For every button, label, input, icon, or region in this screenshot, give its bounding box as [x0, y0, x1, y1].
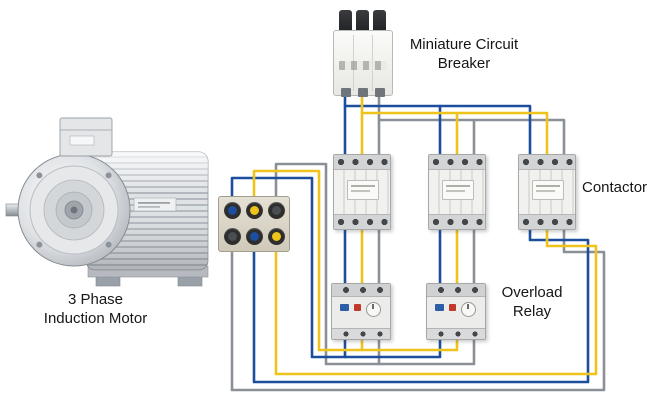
contactor-terminals-bottom — [519, 214, 575, 229]
relay-terminals-top — [332, 284, 390, 297]
relay-test-button-icon — [354, 304, 361, 311]
contactor-terminals-top — [519, 155, 575, 170]
relay-face — [427, 297, 485, 329]
terminal-blue — [246, 228, 263, 245]
breaker-terminal — [358, 88, 368, 97]
wire-blue-block-ol-run — [230, 176, 442, 359]
terminal-dark — [268, 202, 285, 219]
contactor-terminals-bottom — [429, 214, 485, 229]
wire-group-yellow — [252, 86, 598, 376]
relay-face — [332, 297, 390, 329]
contactor-face — [334, 170, 390, 214]
contactor-label-plate — [442, 180, 474, 200]
relay-reset-button-icon — [340, 304, 349, 311]
overload-relay-1 — [331, 283, 391, 340]
relay-setting-dial-icon — [461, 302, 476, 317]
wire-blue-top-bus — [343, 104, 532, 164]
three-phase-induction-motor — [0, 110, 220, 300]
motor-terminal-block — [218, 196, 290, 252]
breaker-terminal — [341, 88, 351, 97]
relay-terminals-bottom — [427, 328, 485, 339]
breaker-body — [333, 30, 393, 96]
breaker-toggle-icon — [373, 10, 386, 34]
relay-setting-dial-icon — [366, 302, 381, 317]
breaker-terminal — [375, 88, 385, 97]
wire-yellow-block-ol-run — [252, 169, 459, 352]
breaker-toggle-icon — [356, 10, 369, 34]
contactor-2 — [428, 154, 486, 230]
wire-gray-c3-return — [230, 224, 606, 392]
motor-illustration — [5, 117, 209, 287]
contactor-label: Contactor — [582, 179, 648, 196]
contactor-terminals-top — [429, 155, 485, 170]
relay-test-button-icon — [449, 304, 456, 311]
breaker-rating-band — [339, 61, 387, 70]
contactor-face — [519, 170, 575, 214]
wire-blue-c3-return — [252, 224, 590, 384]
miniature-circuit-breaker — [333, 10, 393, 97]
overload-relay-label: Overload Relay — [501, 284, 563, 320]
terminal-blue — [224, 202, 241, 219]
terminal-yellow — [268, 228, 285, 245]
contactor-face — [429, 170, 485, 214]
terminal-dark — [224, 228, 241, 245]
relay-terminals-top — [427, 284, 485, 297]
overload-relay-2 — [426, 283, 486, 340]
contactor-1 — [333, 154, 391, 230]
breaker-toggle-icon — [339, 10, 352, 34]
contactor-terminals-top — [334, 155, 390, 170]
wire-yellow-top-bus — [360, 111, 549, 164]
motor-end-bell — [17, 153, 131, 267]
motor-nameplate — [133, 197, 177, 212]
motor-terminal-box — [59, 117, 113, 157]
contactor-label-plate — [532, 180, 564, 200]
wire-group-blue — [230, 86, 590, 384]
contactor-terminals-bottom — [334, 214, 390, 229]
breaker-label: Miniature Circuit Breaker — [409, 36, 519, 72]
terminal-yellow — [246, 202, 263, 219]
wire-yellow-c3-return — [274, 224, 598, 376]
motor-label: 3 Phase Induction Motor — [43, 291, 148, 327]
relay-reset-button-icon — [435, 304, 444, 311]
relay-terminals-bottom — [332, 328, 390, 339]
contactor-label-plate — [347, 180, 379, 200]
contactor-3 — [518, 154, 576, 230]
